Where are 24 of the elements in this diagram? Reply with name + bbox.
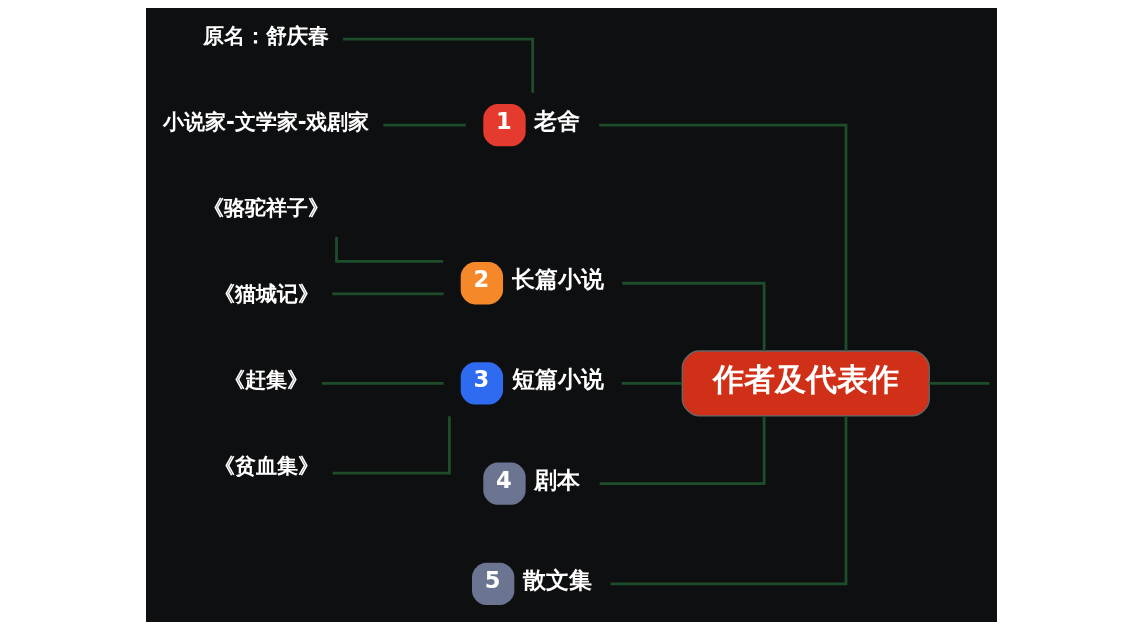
node-label: 散文集 bbox=[522, 566, 592, 593]
connector bbox=[621, 382, 682, 385]
node-text: 《贫血集》 bbox=[213, 453, 319, 479]
node-text: 原名：舒庆春 bbox=[203, 22, 330, 48]
connector bbox=[383, 123, 466, 127]
connector bbox=[343, 37, 535, 93]
connector bbox=[599, 416, 766, 486]
connector bbox=[335, 236, 444, 263]
node-text: 《赶集》 bbox=[224, 366, 309, 392]
node-label: 短篇小说 bbox=[511, 366, 604, 393]
connector bbox=[332, 292, 444, 296]
connector bbox=[929, 382, 990, 385]
connector bbox=[332, 416, 451, 475]
node-label: 长篇小说 bbox=[511, 266, 604, 293]
node-label: 剧本 bbox=[534, 466, 581, 493]
connector bbox=[610, 416, 848, 586]
node-label: 老舍 bbox=[534, 108, 581, 135]
connector bbox=[321, 382, 444, 385]
node-text: 小说家-文学家-戏剧家 bbox=[162, 108, 370, 134]
connector bbox=[599, 123, 848, 351]
connector bbox=[622, 281, 766, 351]
node-box: 作者及代表作 bbox=[681, 350, 930, 417]
node-text: 《骆驼祥子》 bbox=[203, 194, 330, 220]
node-text: 《猫城记》 bbox=[213, 280, 319, 306]
